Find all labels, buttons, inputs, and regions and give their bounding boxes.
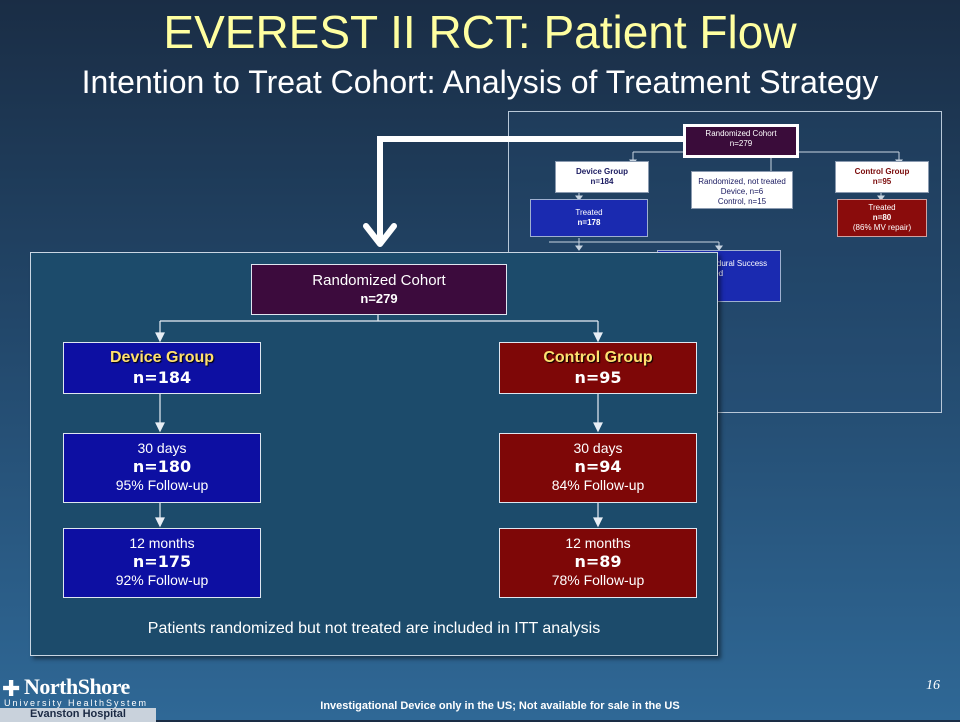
bg-device-n: n=184 [590,177,614,186]
device-group-n: n=184 [132,368,192,387]
flow-connectors [155,314,603,528]
bg-success-line1: ocedural Success [704,259,768,268]
control-group-label: Control Group [543,349,653,366]
randomized-cohort-n: n=279 [360,291,398,306]
bg-device-box: Device Group n=184 [555,161,649,193]
page-number: 16 [926,678,940,693]
control-12month-label: 12 months [565,535,631,551]
northshore-logo: ✚ NorthShore University HealthSystem Eva… [0,674,160,722]
bg-control-n: n=95 [872,177,892,186]
control-group-n: n=95 [574,368,622,387]
bg-not-treated-line1: Randomized, not treated [698,177,786,186]
itt-note: Patients randomized but not treated are … [147,620,601,637]
logo-cross-icon: ✚ [2,676,21,701]
device-30day-n: n=180 [132,457,192,476]
bg-device-treated-n: n=178 [577,218,601,227]
device-30day-followup: 95% Follow-up [115,477,209,493]
control-12month-box: 12 months n=89 78% Follow-up [499,528,697,598]
control-30day-followup: 84% Follow-up [551,477,645,493]
control-12month-n: n=89 [574,552,622,571]
device-12month-label: 12 months [129,535,195,551]
bg-device-label: Device Group [575,167,628,176]
control-30day-n: n=94 [574,457,622,476]
logo-subtitle: University HealthSystem [4,698,149,708]
bg-not-treated-box: Randomized, not treated Device, n=6 Cont… [691,171,793,209]
slide-title: EVEREST II RCT: Patient Flow [163,6,797,58]
bg-randomized-n: n=279 [729,139,753,148]
logo-hospital: Evanston Hospital [0,708,156,722]
device-12month-box: 12 months n=175 92% Follow-up [63,528,261,598]
bg-control-treated-note: (86% MV repair) [852,223,912,232]
bg-control-label: Control Group [854,167,910,176]
control-30day-box: 30 days n=94 84% Follow-up [499,433,697,503]
control-group-box: Control Group n=95 [499,342,697,394]
device-12month-n: n=175 [132,552,192,571]
slide-subtitle: Intention to Treat Cohort: Analysis of T… [81,64,879,100]
bg-device-treated-label: Treated [575,208,603,217]
control-12month-followup: 78% Follow-up [551,572,645,588]
device-12month-followup: 92% Follow-up [115,572,209,588]
bg-control-treated-n: n=80 [872,213,892,222]
bg-randomized-label: Randomized Cohort [705,129,777,138]
itt-flow-panel: Randomized Cohort n=279 Device Group n=1… [30,252,718,656]
randomized-cohort-box: Randomized Cohort n=279 [251,264,507,315]
bg-control-box: Control Group n=95 [835,161,929,193]
disclaimer: Investigational Device only in the US; N… [320,700,680,712]
device-group-box: Device Group n=184 [63,342,261,394]
bg-control-treated-label: Treated [868,203,896,212]
bg-not-treated-line3: Control, n=15 [717,197,767,206]
device-group-label: Device Group [109,349,215,366]
randomized-cohort-label: Randomized Cohort [312,272,446,289]
bg-device-treated-box: Treated n=178 [530,199,648,237]
device-30day-label: 30 days [137,440,187,456]
logo-name: NorthShore [24,674,130,699]
bg-randomized-box: Randomized Cohort n=279 [683,124,799,158]
device-30day-box: 30 days n=180 95% Follow-up [63,433,261,503]
bg-control-treated-box: Treated n=80 (86% MV repair) [837,199,927,237]
control-30day-label: 30 days [573,440,623,456]
bg-not-treated-line2: Device, n=6 [720,187,764,196]
